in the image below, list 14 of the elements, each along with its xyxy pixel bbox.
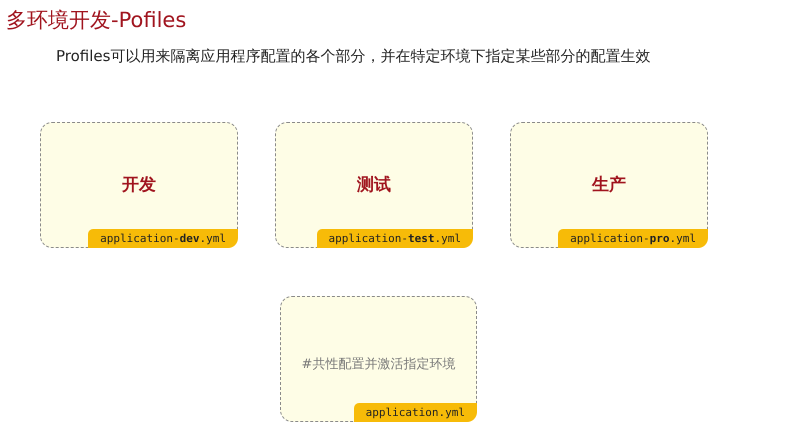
environment-card xyxy=(280,296,477,422)
file-name-tag: application.yml xyxy=(354,403,477,422)
environment-card xyxy=(40,122,238,248)
environment-card xyxy=(275,122,473,248)
environment-card xyxy=(510,122,708,248)
file-name-tag: application-dev.yml xyxy=(88,229,238,248)
environment-label: 生产 xyxy=(590,174,627,196)
description-text: Profiles可以用来隔离应用程序配置的各个部分，并在特定环境下指定某些部分的配置生效 xyxy=(56,47,650,66)
environment-label: 开发 xyxy=(120,174,157,196)
file-name-tag: application-test.yml xyxy=(316,229,473,248)
comment-text: #共性配置并激活指定环境 xyxy=(300,356,456,373)
environment-label: 测试 xyxy=(356,174,392,196)
slide-title: 多环境开发-Pofiles xyxy=(6,7,186,34)
file-name-tag: application-pro.yml xyxy=(558,229,708,248)
